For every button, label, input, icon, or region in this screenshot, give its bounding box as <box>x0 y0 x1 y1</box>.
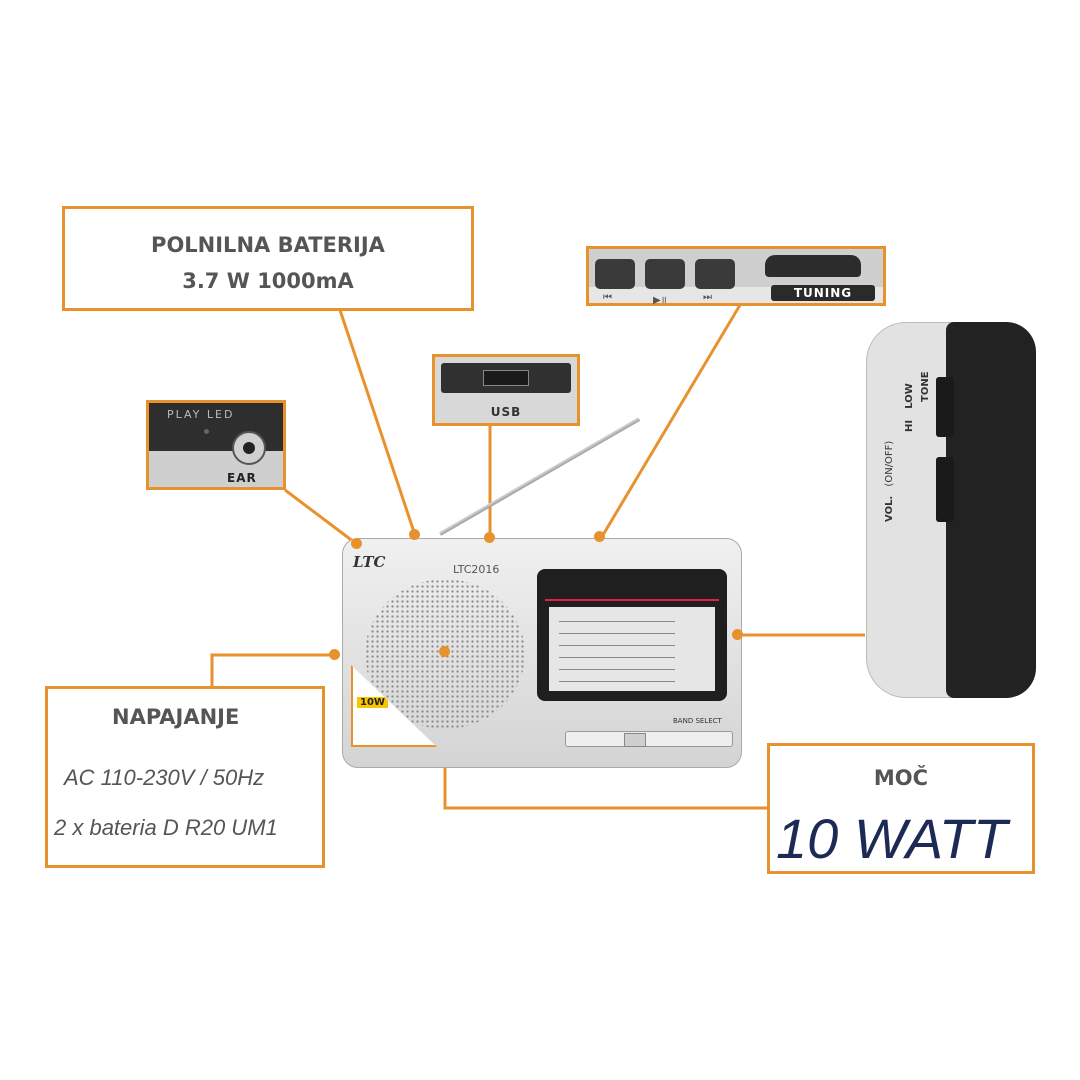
band-select-label: BAND SELECT <box>673 717 722 725</box>
prev-button[interactable] <box>595 259 635 289</box>
power-output-value: 10 WATT <box>776 807 1008 870</box>
usb-label: USB <box>490 405 522 419</box>
usb-port[interactable] <box>483 370 529 386</box>
dot-ear <box>351 538 362 549</box>
volume-switch[interactable] <box>936 457 954 522</box>
usb-port-panel <box>441 363 571 393</box>
ear-jack[interactable] <box>232 431 266 465</box>
model-label: LTC2016 <box>453 563 500 576</box>
tuning-label: TUNING <box>771 285 875 301</box>
battery-callout: POLNILNA BATERIJA 3.7 W 1000mA <box>62 206 474 311</box>
tone-switch[interactable] <box>936 377 954 437</box>
brand-logo: LTC <box>353 553 386 571</box>
prev-icon: ⏮ <box>603 292 612 303</box>
play-pause-button[interactable] <box>645 259 685 289</box>
tuning-dial <box>537 569 727 701</box>
power-output-title: MOČ <box>873 766 929 790</box>
band-select-slider[interactable] <box>565 731 733 747</box>
battery-title-line1: POLNILNA BATERIJA <box>151 233 385 257</box>
play-led-label: PLAY LED <box>167 408 235 421</box>
battery-title-line2: 3.7 W 1000mA <box>182 269 354 293</box>
usb-callout: USB <box>432 354 580 426</box>
on-off-label: (ON/OFF) <box>884 440 895 487</box>
dot-usb <box>484 532 495 543</box>
controls-callout: ⏮ ▶॥ ⏭ TUNING <box>586 246 886 306</box>
power-supply-line1: AC 110-230V / 50Hz <box>64 765 265 790</box>
dot-battery <box>409 529 420 540</box>
next-icon: ⏭ <box>703 292 712 303</box>
play-led <box>204 429 209 434</box>
tuning-wheel[interactable] <box>765 255 861 277</box>
hi-label: HI <box>904 419 915 432</box>
next-button[interactable] <box>695 259 735 289</box>
radio-front: LTC LTC2016 10W BAND SELECT <box>342 538 742 768</box>
side-labels: VOL. (ON/OFF) HI LOW TONE <box>884 371 934 672</box>
power-supply-title: NAPAJANJE <box>112 705 240 729</box>
ear-label: EAR <box>227 471 257 485</box>
tone-label: TONE <box>920 371 931 402</box>
frequency-table <box>549 607 715 691</box>
power-supply-callout: NAPAJANJE AC 110-230V / 50Hz 2 x bateria… <box>45 686 325 868</box>
vol-label: VOL. <box>884 495 895 522</box>
low-label: LOW <box>904 383 915 409</box>
play-pause-icon: ▶॥ <box>653 295 667 306</box>
power-supply-line2: 2 x bateria D R20 UM1 <box>54 815 278 840</box>
dot-power-supply <box>329 649 340 660</box>
ear-callout: PLAY LED EAR <box>146 400 286 490</box>
dot-speaker <box>439 646 450 657</box>
dot-controls <box>594 531 605 542</box>
radio-side-view: VOL. (ON/OFF) HI LOW TONE <box>866 322 1036 698</box>
dot-side <box>732 629 743 640</box>
sticker-power: 10W <box>357 697 388 708</box>
side-body-dark <box>946 322 1036 698</box>
power-output-callout: MOČ 10 WATT <box>767 743 1035 874</box>
